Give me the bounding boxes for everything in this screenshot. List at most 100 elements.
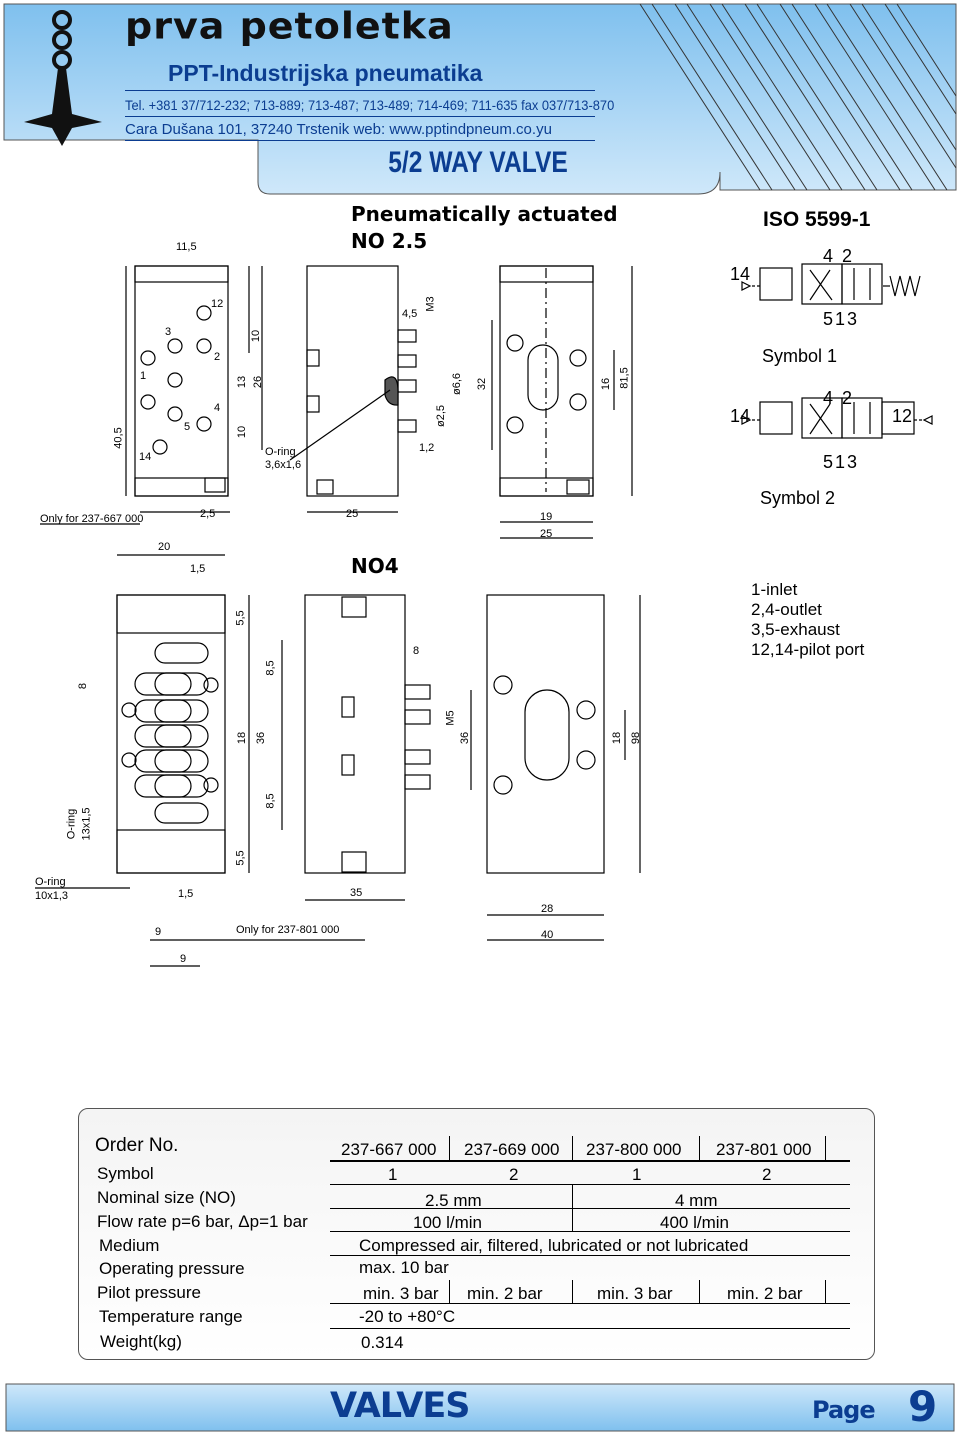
valve-symbol-1 <box>741 263 921 305</box>
specification-table <box>78 1108 875 1360</box>
callout-label: O-ring <box>35 876 66 888</box>
table-divider <box>449 1280 450 1303</box>
pilot-port-label: 12 <box>892 406 913 426</box>
legend-item: 3,5-exhaust <box>751 620 840 639</box>
table-rule <box>330 1328 850 1329</box>
port-label-top: 4 2 <box>823 388 855 408</box>
pneumatic-symbols <box>741 263 933 439</box>
dimension-label: 36 <box>459 731 472 745</box>
table-divider <box>699 1280 700 1303</box>
cell-value: max. 10 bar <box>359 1258 449 1277</box>
pilot-port-label: 14 <box>730 406 751 426</box>
dimension-label: 25 <box>540 528 553 540</box>
legend-item: 1-inlet <box>751 580 798 599</box>
dimension-label: 5,5 <box>234 610 247 626</box>
cell-value: 100 l/min <box>413 1213 482 1232</box>
dimension-label: 3 <box>165 326 172 338</box>
dimension-label: 2 <box>214 351 221 363</box>
dimension-label: 28 <box>541 903 554 915</box>
row-label: Medium <box>99 1236 160 1255</box>
row-label: Nominal size (NO) <box>97 1188 236 1207</box>
back-view-body <box>499 265 594 497</box>
table-rule <box>330 1208 850 1209</box>
side-view-body <box>306 265 399 497</box>
dimension-label: 32 <box>476 377 489 391</box>
valve-symbol-2 <box>741 397 933 439</box>
table-divider <box>825 1136 826 1160</box>
dimension-label: 9 <box>180 953 187 965</box>
dimension-label: 5,5 <box>234 850 247 866</box>
row-label: Operating pressure <box>99 1259 245 1278</box>
dimension-label: 40 <box>541 929 554 941</box>
cell-value: 400 l/min <box>660 1213 729 1232</box>
dimension-label: 8,5 <box>264 793 277 809</box>
back-view-body-no4 <box>486 594 605 874</box>
row-label: Pilot pressure <box>97 1283 201 1302</box>
dimension-label: 1,2 <box>419 442 435 454</box>
table-rule <box>330 1303 850 1304</box>
dimension-label: 1,5 <box>190 563 206 575</box>
row-label: Flow rate p=6 bar, Δp=1 bar <box>97 1212 308 1231</box>
brand-name: prva petoletka <box>125 5 454 47</box>
footer-page-label: Page <box>812 1396 876 1424</box>
header-background <box>3 3 957 195</box>
header-rule <box>125 140 595 141</box>
cell-value: -20 to +80°C <box>359 1307 456 1326</box>
row-label: Symbol <box>97 1164 154 1183</box>
symbol-1-label: Symbol 1 <box>762 346 838 366</box>
cell-value: min. 2 bar <box>727 1284 803 1303</box>
dimension-label: 81,5 <box>618 367 631 389</box>
company-name: PPT-Industrijska pneumatika <box>168 60 483 86</box>
cell-value: 1 <box>632 1165 642 1184</box>
dimension-label: 20 <box>158 541 171 553</box>
contact-line: Tel. +381 37/712-232; 713-889; 713-487; … <box>125 97 615 113</box>
port-label-bottom: 513 <box>823 309 860 329</box>
thread-label: M5 <box>444 710 457 726</box>
legend-item: 2,4-outlet <box>751 600 822 619</box>
dimension-label: 8 <box>77 682 90 690</box>
row-label: Temperature range <box>99 1307 243 1326</box>
dimension-label: 13 <box>236 375 249 389</box>
front-view-body-no4 <box>116 594 226 874</box>
port-legend: 1-inlet 2,4-outlet 3,5-exhaust 12,14-pil… <box>751 580 864 660</box>
table-divider <box>572 1280 573 1303</box>
dimension-label: 36 <box>255 731 268 745</box>
table-rule <box>330 1184 850 1185</box>
table-divider <box>572 1136 573 1160</box>
pilot-port-label: 14 <box>730 264 751 284</box>
port-label-bottom: 513 <box>823 452 860 472</box>
footer-page-number: 9 <box>908 1382 938 1431</box>
dimension-label: 25 <box>346 508 359 520</box>
symbol-2-label: Symbol 2 <box>760 488 836 508</box>
dimension-label: 12 <box>211 298 224 310</box>
dimension-label: 8,5 <box>264 660 277 676</box>
section-nominal-size: NO 2.5 <box>351 229 428 253</box>
row-label: Weight(kg) <box>100 1332 182 1351</box>
dimension-label: 40,5 <box>112 427 125 449</box>
callout-label: 10x1,3 <box>35 890 69 902</box>
callout-label: 13x1,5 <box>80 807 93 841</box>
order-number: 237-801 000 <box>716 1140 812 1159</box>
table-divider <box>825 1280 826 1303</box>
dimension-label: 10 <box>250 329 263 343</box>
cell-value: 2.5 mm <box>425 1191 482 1210</box>
callout-label: O-ring <box>265 446 296 458</box>
table-divider <box>449 1136 450 1160</box>
callout-label: Only for 237-801 000 <box>236 924 340 936</box>
dimension-label: 18 <box>611 731 624 745</box>
section-nominal-size: NO4 <box>351 554 399 578</box>
dimension-label: ø6,6 <box>451 372 464 396</box>
callout-label: Only for 237-667 000 <box>40 513 144 525</box>
order-number: 237-800 000 <box>586 1140 682 1159</box>
cell-value: 1 <box>388 1165 398 1184</box>
dimension-label: 19 <box>540 511 553 523</box>
section-subtitle: Pneumatically actuated <box>351 202 618 226</box>
dimension-label: 2,5 <box>200 508 216 520</box>
cell-value: 2 <box>509 1165 519 1184</box>
table-header-label: Order No. <box>95 1135 179 1156</box>
header-rule <box>125 90 595 91</box>
dimension-label: 5 <box>184 421 191 433</box>
port-label-top: 4 2 <box>823 246 855 266</box>
dimension-label: 9 <box>155 926 162 938</box>
table-rule <box>330 1160 850 1162</box>
